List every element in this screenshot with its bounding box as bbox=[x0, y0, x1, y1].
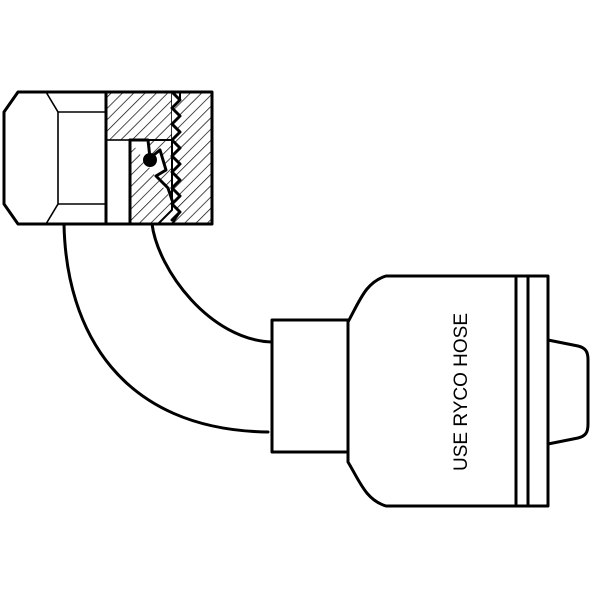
hose-end-stub bbox=[546, 338, 590, 446]
elbow-tube bbox=[62, 222, 274, 434]
swivel-nut bbox=[2, 90, 214, 226]
nut-hex-facet-left bbox=[45, 91, 59, 225]
hose-socket: USE RYCO HOSE bbox=[270, 274, 590, 508]
socket-body bbox=[346, 274, 550, 508]
elbow-inner-wall bbox=[150, 222, 274, 344]
socket-label: USE RYCO HOSE bbox=[451, 313, 472, 471]
seat-shoulder bbox=[128, 138, 174, 202]
seat-section bbox=[129, 139, 173, 225]
socket-collar bbox=[270, 318, 350, 454]
elbow-outer-wall bbox=[62, 222, 270, 434]
thread-region bbox=[105, 91, 173, 141]
seal-ball bbox=[143, 153, 157, 167]
nut-wall-section bbox=[170, 91, 213, 225]
